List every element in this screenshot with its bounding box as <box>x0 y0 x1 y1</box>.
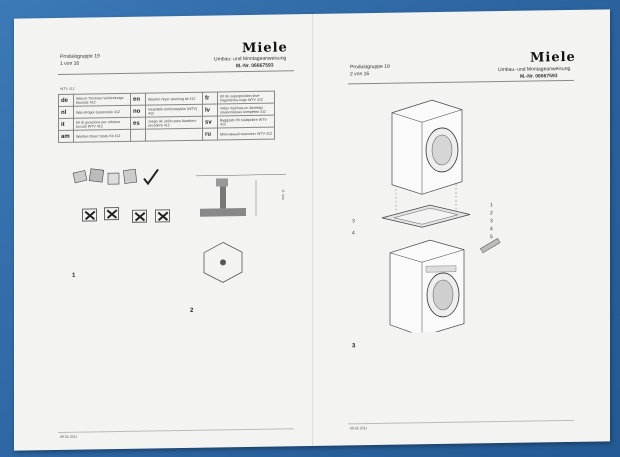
lang-code: en <box>130 93 146 106</box>
lang-text: Монтажный комплект WTV 412 <box>217 127 275 140</box>
miele-logo: Miele <box>242 40 288 57</box>
lang-code: am <box>58 130 74 143</box>
lang-text: Kit de superposition lave-linge/sèche-li… <box>217 91 275 104</box>
figure-2-label: 2 <box>190 307 194 314</box>
stack-diagram <box>381 99 501 334</box>
footer-rule <box>58 428 294 433</box>
not-required-icon <box>155 209 170 223</box>
left-page: Produktgruppe 19 1 von 16 Miele Umbau- u… <box>14 13 313 451</box>
lang-text: Wasch-Trockner-Verbindungs-bausatz 412 <box>73 93 131 107</box>
footer-rule <box>348 419 574 425</box>
figure-1-label: 1 <box>72 272 76 279</box>
lang-code: lv <box>202 103 218 117</box>
lang-code: sv <box>202 115 218 129</box>
dimension-label: 11 mm <box>281 189 286 200</box>
instruction-title: Umbau- und Montageanweisung <box>498 65 571 74</box>
lang-code: no <box>130 105 146 118</box>
lang-code: ru <box>202 127 218 141</box>
callout-2: 2 <box>490 210 493 217</box>
lang-text: Veļas mašīnas un žāvētāja savienošanas k… <box>217 103 275 116</box>
kit-label: WTV 412 <box>60 86 75 91</box>
language-table: de Wasch-Trockner-Verbindungs-bausatz 41… <box>58 91 275 143</box>
lang-code: es <box>130 117 146 130</box>
order-number: M.-Nr. 06667593 <box>520 73 558 80</box>
lang-text: Vask/tørk-mellomstykke (WTV) 412 <box>145 104 203 118</box>
callout-5: 5 <box>490 234 493 241</box>
page-number: 2 von 16 <box>350 71 370 78</box>
header-rule <box>58 70 294 75</box>
lang-text: Byggsats för tvättpelare WTV 412 <box>217 115 275 128</box>
footer-date: 09.02.2011 <box>60 434 78 439</box>
not-required-icon <box>82 208 97 222</box>
lang-code: nl <box>58 106 74 119</box>
callout-3: 3 <box>490 218 493 225</box>
right-page: Produktgruppe 19 2 von 16 Miele Umbau- u… <box>312 9 610 446</box>
lang-text: Was-droger-tussenstuk 412 <box>73 105 131 119</box>
order-number: M.-Nr. 06667593 <box>236 62 274 70</box>
foot-diagram <box>196 174 286 283</box>
miele-logo: Miele <box>530 49 576 66</box>
header-rule <box>348 79 574 85</box>
lang-code: fr <box>202 91 218 105</box>
lang-text: Washer-dryer stacking kit 412 <box>145 92 203 106</box>
lang-text: Washer-Dryer Stack Kit 412 <box>73 129 131 143</box>
callout-4: 4 <box>490 226 493 233</box>
not-required-icon <box>104 207 119 221</box>
page-number: 1 von 16 <box>60 60 80 67</box>
callout-3-left: 3 <box>352 218 355 225</box>
product-group: Produktgruppe 19 <box>60 53 100 60</box>
product-group: Produktgruppe 19 <box>350 63 390 71</box>
lang-text: Juego de unión para lavadora-secadora 41… <box>145 116 203 130</box>
footer-date: 09.02.2011 <box>350 426 368 431</box>
lang-text: Kit di giunzione per colonna bucato WTV … <box>73 117 131 131</box>
figure-3-label: 3 <box>352 343 356 350</box>
not-required-icon <box>132 209 147 223</box>
callout-1: 1 <box>490 202 493 209</box>
instruction-sheet: Produktgruppe 19 1 von 16 Miele Umbau- u… <box>14 9 610 451</box>
tools-pictogram <box>72 168 159 186</box>
instruction-title: Umbau- und Montageanweisung <box>214 55 287 63</box>
lang-code: it <box>58 118 74 131</box>
lang-code: de <box>58 94 74 107</box>
callout-4-left: 4 <box>352 230 355 237</box>
